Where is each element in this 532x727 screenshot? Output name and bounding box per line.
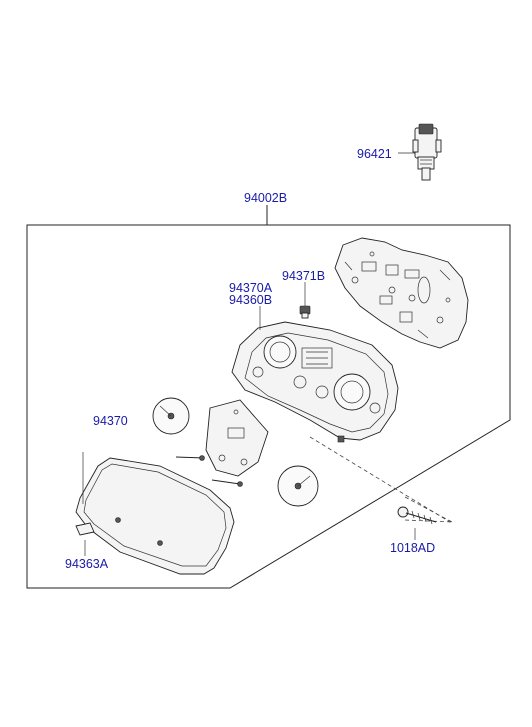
assembly-frame	[26, 205, 511, 589]
leader-lines	[82, 306, 261, 556]
part-needle-dial-left[interactable]	[152, 397, 190, 435]
part-rear-case-pcb[interactable]	[334, 237, 469, 349]
label-96421[interactable]: 96421	[357, 147, 392, 161]
label-94360B[interactable]: 94360B	[229, 293, 272, 307]
label-94370A[interactable]: 94370A	[229, 281, 273, 295]
label-94371B[interactable]: 94371B	[282, 269, 325, 283]
part-94360B-cluster-case[interactable]	[231, 321, 399, 443]
part-94371B-bulb[interactable]	[299, 282, 311, 319]
part-96421-sensor[interactable]	[398, 123, 442, 181]
part-needle-dial-right[interactable]	[277, 465, 319, 507]
part-94363A-pad[interactable]	[75, 522, 95, 536]
part-94370-window-lens[interactable]	[75, 457, 235, 575]
label-1018AD[interactable]: 1018AD	[390, 541, 435, 555]
part-1018AD-screw[interactable]	[309, 436, 453, 540]
label-94002B[interactable]: 94002B	[244, 191, 287, 205]
label-94363A[interactable]: 94363A	[65, 557, 109, 571]
part-labels: 96421 94002B 94371B 94370A 94360B 94370 …	[65, 147, 435, 571]
label-94370[interactable]: 94370	[93, 414, 128, 428]
part-bracket-plate[interactable]	[175, 399, 269, 487]
